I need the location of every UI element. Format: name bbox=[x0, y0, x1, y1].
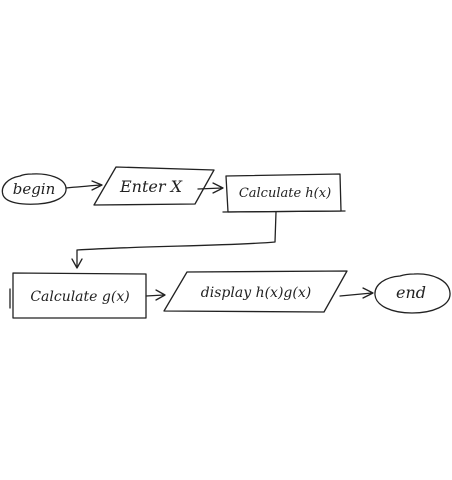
arrow-line bbox=[76, 211, 277, 268]
begin-terminal-shape bbox=[1, 173, 67, 205]
calc-h-label: Calculate h(x) bbox=[239, 186, 331, 201]
calc-g-label: Calculate g(x) bbox=[30, 289, 129, 305]
arrow-head bbox=[71, 258, 83, 269]
arrow-head bbox=[212, 182, 224, 194]
calc-g-process-shape bbox=[12, 272, 147, 319]
end-label: end bbox=[396, 283, 426, 302]
arrow-line bbox=[197, 187, 223, 190]
display-label: display h(x)g(x) bbox=[201, 285, 311, 301]
node-display: display h(x)g(x) bbox=[163, 270, 348, 313]
node-calc-g: Calculate g(x) bbox=[9, 272, 147, 319]
node-enter-x: Enter X bbox=[93, 166, 215, 206]
edge-display-to-end bbox=[339, 287, 374, 299]
calc-h-box-tail bbox=[222, 210, 346, 213]
node-end: end bbox=[374, 273, 451, 314]
edge-enter-to-calc-h bbox=[197, 182, 224, 194]
begin-label: begin bbox=[13, 180, 56, 198]
enter-x-io-shape bbox=[93, 166, 215, 206]
edge-begin-to-enter bbox=[65, 180, 103, 191]
arrow-head bbox=[362, 287, 374, 299]
arrow-head bbox=[155, 289, 166, 301]
edge-calc-g-to-display bbox=[145, 289, 166, 301]
arrow-line bbox=[145, 294, 165, 297]
arrow-line bbox=[339, 292, 373, 297]
enter-x-label: Enter X bbox=[119, 177, 183, 196]
display-io-shape bbox=[163, 270, 348, 313]
edge-calc-h-to-calc-g bbox=[71, 211, 277, 269]
arrow-head bbox=[91, 180, 103, 191]
node-calc-h: Calculate h(x) bbox=[222, 173, 346, 213]
arrow-line bbox=[65, 184, 102, 189]
end-terminal-shape bbox=[374, 273, 451, 314]
node-begin: begin bbox=[1, 173, 67, 205]
